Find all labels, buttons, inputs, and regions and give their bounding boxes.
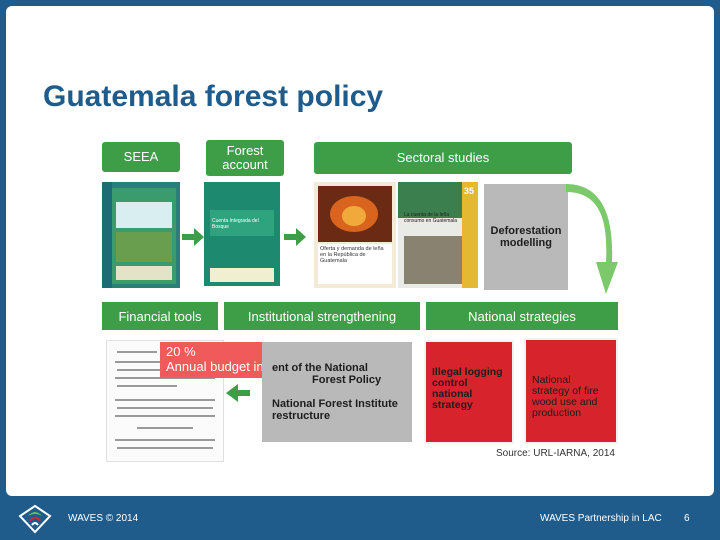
deforestation-box: Deforestation modelling	[484, 184, 568, 290]
budget-percent: 20 %	[166, 344, 196, 359]
institutional-strengthening-box: Institutional strengthening	[224, 302, 420, 330]
curved-arrow-down-icon	[566, 184, 618, 294]
national-strategies-box: National strategies	[426, 302, 618, 330]
institutional-item-policy: ent of the National Forest Policy	[272, 362, 382, 386]
forest-account-book-title: Cuenta Integrada del Bosque	[212, 218, 259, 230]
seea-label: SEEA	[123, 149, 159, 164]
sectoral-study-book-title: La cuenta de la leña consumo en Guatemal…	[404, 212, 458, 224]
slide: Guatemala forest policy SEEA Forest acco…	[6, 6, 714, 496]
institutional-content-box: ent of the National Forest Policy Nation…	[262, 342, 412, 442]
forest-account-box: Forest account	[206, 140, 284, 176]
source-note: Source: URL-IARNA, 2014	[496, 448, 615, 459]
sectoral-study-book-image	[398, 182, 478, 288]
deforestation-label: Deforestation modelling	[490, 225, 562, 249]
firewood-book-title: Oferta y demanda de leña en la República…	[320, 246, 384, 264]
forest-account-label: Forest account	[222, 143, 268, 172]
footer-center: WAVES Partnership in LAC	[540, 513, 662, 524]
financial-tools-box: Financial tools	[102, 302, 218, 330]
seea-box: SEEA	[102, 142, 180, 172]
firewood-book-image	[314, 182, 396, 288]
institutional-strengthening-label: Institutional strengthening	[247, 308, 397, 324]
waves-logo-icon	[18, 504, 52, 534]
page-number: 6	[684, 513, 690, 524]
seea-book-image	[102, 182, 180, 288]
sectoral-study-book-number: 35	[464, 186, 475, 196]
arrow-right-icon	[284, 228, 306, 246]
footer-copyright: WAVES © 2014	[68, 513, 139, 524]
firewood-strategy-label: National strategy of fire wood use and p…	[532, 374, 599, 419]
firewood-strategy-box: National strategy of fire wood use and p…	[524, 338, 618, 444]
arrow-right-icon	[182, 228, 204, 246]
financial-tools-label: Financial tools	[118, 308, 202, 324]
illegal-logging-label: Illegal logging control national strateg…	[432, 366, 503, 411]
arrow-left-icon	[226, 384, 250, 402]
slide-title: Guatemala forest policy	[43, 80, 384, 113]
national-strategies-label: National strategies	[468, 308, 576, 324]
institutional-item-restructure: National Forest Institute restructure	[272, 398, 398, 422]
sectoral-studies-box: Sectoral studies	[314, 142, 572, 174]
illegal-logging-box: Illegal logging control national strateg…	[424, 340, 514, 444]
forest-account-book-image	[204, 182, 280, 286]
sectoral-studies-label: Sectoral studies	[396, 150, 490, 165]
